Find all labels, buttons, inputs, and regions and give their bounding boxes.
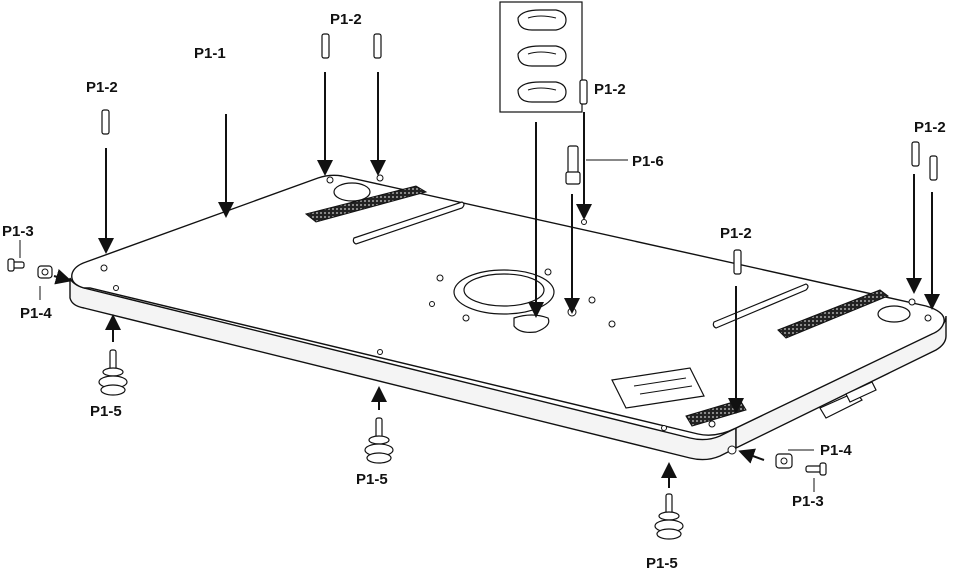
mount-hole <box>544 268 552 276</box>
right-screw <box>805 462 827 476</box>
corner-hole <box>908 298 916 306</box>
pin <box>733 249 742 275</box>
corner-hole <box>376 174 384 182</box>
edge-hole <box>377 349 383 355</box>
label-p1-1: P1-1 <box>194 45 226 62</box>
assembly-arrows <box>19 72 940 492</box>
left-spacer <box>37 265 53 279</box>
right-vent-grill <box>777 289 890 339</box>
corner-hole <box>100 264 108 272</box>
pin <box>929 155 938 181</box>
pin <box>579 79 588 105</box>
pin <box>373 33 382 59</box>
label-p1-4: P1-4 <box>20 305 52 322</box>
leveling-foot-1 <box>98 349 128 396</box>
pin-hole <box>727 445 737 455</box>
left-corner-boss <box>333 182 371 202</box>
stepped-pin <box>565 145 581 185</box>
right-fence-slot <box>712 283 809 329</box>
mount-hole <box>429 301 435 307</box>
right-corner-boss <box>877 305 911 323</box>
mount-hole <box>608 320 616 328</box>
left-vent-grill <box>304 185 428 223</box>
label-p1-5: P1-5 <box>646 555 678 572</box>
right-spacer <box>775 453 793 469</box>
edge-hole <box>581 219 587 225</box>
label-p1-2: P1-2 <box>330 11 362 28</box>
label-p1-2: P1-2 <box>720 225 752 242</box>
mounting-plate <box>69 174 947 461</box>
label-p1-5: P1-5 <box>356 471 388 488</box>
edge-hole <box>113 285 119 291</box>
alignment-pins <box>101 33 938 275</box>
label-p1-6: P1-6 <box>632 153 664 170</box>
left-screw <box>7 258 25 272</box>
pin <box>321 33 330 59</box>
corner-hole <box>326 176 334 184</box>
corner-hole <box>924 314 932 322</box>
insert-ring-2 <box>517 45 567 67</box>
left-fence-slot <box>352 201 465 245</box>
router-opening-inner <box>463 273 545 307</box>
mount-hole <box>588 296 596 304</box>
pin <box>911 141 920 167</box>
label-p1-2: P1-2 <box>594 81 626 98</box>
pin <box>101 109 110 135</box>
corner-hole <box>708 420 716 428</box>
insert-ring-detail <box>499 1 583 113</box>
label-p1-3: P1-3 <box>792 493 824 510</box>
label-p1-2: P1-2 <box>86 79 118 96</box>
label-p1-5: P1-5 <box>90 403 122 420</box>
plate-clamp-bracket-2 <box>845 381 877 403</box>
leveling-foot-3 <box>654 493 684 540</box>
mount-hole <box>462 314 470 322</box>
leveling-foot-2 <box>364 417 394 464</box>
front-window-frame <box>611 367 705 409</box>
label-p1-4: P1-4 <box>820 442 852 459</box>
mount-hole <box>436 274 444 282</box>
edge-hole <box>661 425 667 431</box>
part-labels: P1-1 P1-2 P1-2 P1-2 P1-2 P1-2 P1-6 P1-3 … <box>2 11 946 572</box>
insert-ring-3 <box>517 81 567 103</box>
label-p1-2: P1-2 <box>914 119 946 136</box>
label-p1-3: P1-3 <box>2 223 34 240</box>
insert-ring-1 <box>517 9 567 31</box>
